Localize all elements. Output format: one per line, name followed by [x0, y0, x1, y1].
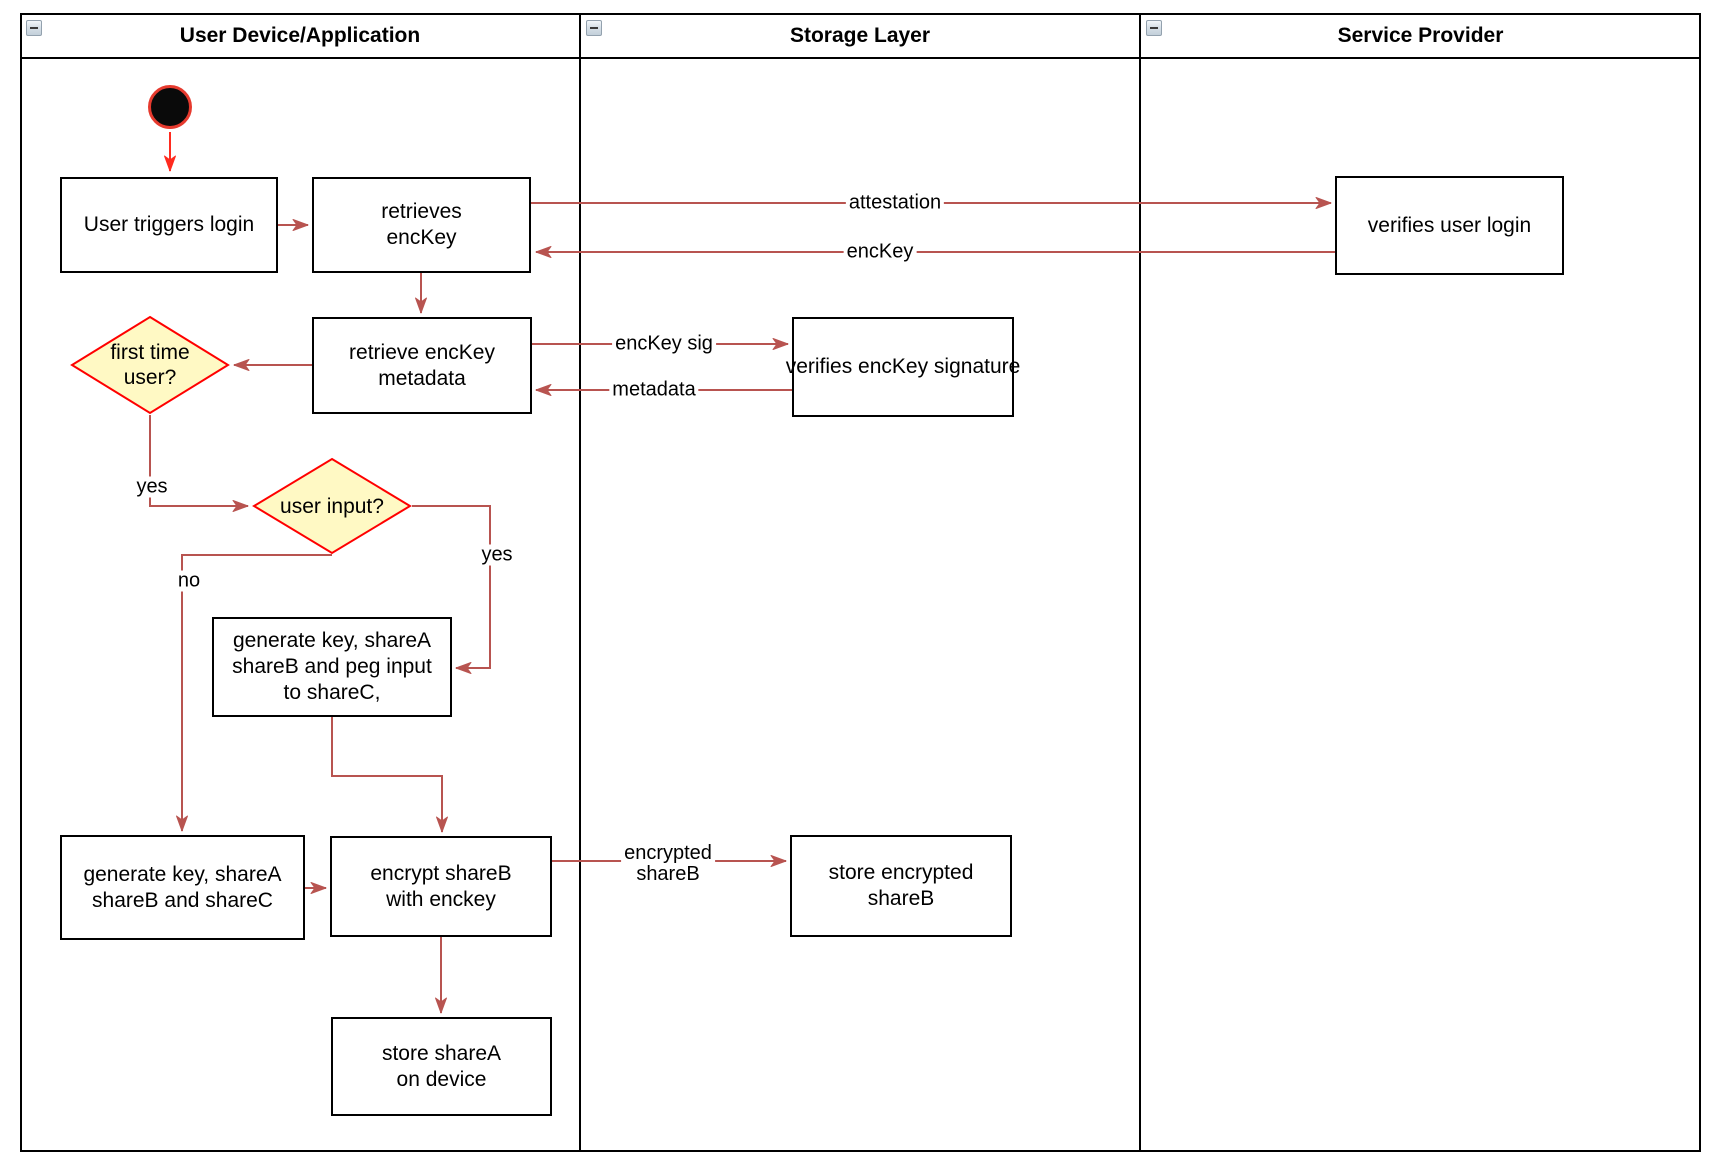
- diamond-shape: [70, 315, 230, 415]
- lane-divider-2: [1139, 13, 1141, 1152]
- node-generate-key-sharec[interactable]: generate key, shareA shareB and shareC: [60, 835, 305, 940]
- decision-user-input[interactable]: user input?: [252, 457, 412, 555]
- edge-user-input-no[interactable]: [176, 554, 332, 832]
- node-label: encrypt shareB with enckey: [370, 861, 512, 911]
- edge-label-metadata: metadata: [609, 379, 699, 401]
- node-label: verifies user login: [1367, 213, 1532, 237]
- lane-header-service-provider[interactable]: Service Provider: [1142, 15, 1699, 57]
- edge-label-no-user-input: no: [174, 570, 204, 592]
- lane-title-user-device: User Device/Application: [179, 24, 421, 47]
- minus-icon: [1150, 27, 1158, 29]
- collapse-lane-icon[interactable]: [586, 20, 602, 36]
- node-label: store encrypted shareB: [828, 861, 974, 910]
- node-label: verifies encKey signature: [785, 355, 1021, 378]
- node-label: store shareA on device: [381, 1041, 502, 1091]
- lane-title-storage-layer: Storage Layer: [789, 24, 931, 47]
- diamond-shape: [252, 457, 412, 555]
- node-user-triggers-login[interactable]: User triggers login: [60, 177, 278, 273]
- node-label: User triggers login: [83, 213, 255, 236]
- decision-first-time-user[interactable]: first time user?: [70, 315, 230, 415]
- minus-icon: [590, 27, 598, 29]
- node-retrieve-enckey-metadata[interactable]: retrieve encKey metadata: [312, 317, 532, 414]
- edge-user-input-yes[interactable]: [412, 505, 491, 674]
- node-store-encrypted-shareb[interactable]: store encrypted shareB: [790, 835, 1012, 937]
- node-label: generate key, shareA shareB and peg inpu…: [232, 629, 432, 704]
- node-generate-key-peg-input[interactable]: generate key, shareA shareB and peg inpu…: [212, 617, 452, 717]
- decision-label: first time user?: [110, 341, 190, 389]
- node-verifies-user-login[interactable]: verifies user login: [1335, 176, 1564, 275]
- start-node[interactable]: [148, 85, 192, 129]
- node-store-sharea[interactable]: store shareA on device: [331, 1017, 552, 1116]
- pool-border: [20, 13, 1701, 1152]
- node-verifies-enckey-signature[interactable]: verifies encKey signature: [786, 317, 1020, 417]
- node-label: retrieves encKey: [381, 200, 462, 249]
- edge-label-enckey-sig: encKey sig: [612, 333, 716, 355]
- collapse-lane-icon[interactable]: [1146, 20, 1162, 36]
- node-label: retrieve encKey metadata: [349, 340, 495, 390]
- lane-divider-1: [579, 13, 581, 1152]
- edge-label-yes-user-input: yes: [478, 544, 516, 566]
- edge-label-enckey: encKey: [843, 241, 917, 263]
- edge-first-time-yes[interactable]: [149, 415, 249, 512]
- lane-header-user-device[interactable]: User Device/Application: [22, 15, 578, 57]
- lane-title-service-provider: Service Provider: [1337, 24, 1504, 47]
- edge-label-attestation: attestation: [845, 192, 945, 214]
- header-divider: [20, 57, 1701, 59]
- node-label: generate key, shareA shareB and shareC: [83, 862, 282, 912]
- edge-peg-to-encrypt[interactable]: [331, 717, 448, 833]
- node-encrypt-shareb[interactable]: encrypt shareB with enckey: [330, 836, 552, 937]
- collapse-lane-icon[interactable]: [26, 20, 42, 36]
- lane-header-storage-layer[interactable]: Storage Layer: [582, 15, 1138, 57]
- decision-label: user input?: [280, 494, 384, 518]
- node-retrieves-enckey[interactable]: retrieves encKey: [312, 177, 531, 273]
- minus-icon: [30, 27, 38, 29]
- edge-label-encrypted-shareb: encrypted shareB: [621, 843, 715, 885]
- edge-label-yes-first-time: yes: [133, 476, 171, 498]
